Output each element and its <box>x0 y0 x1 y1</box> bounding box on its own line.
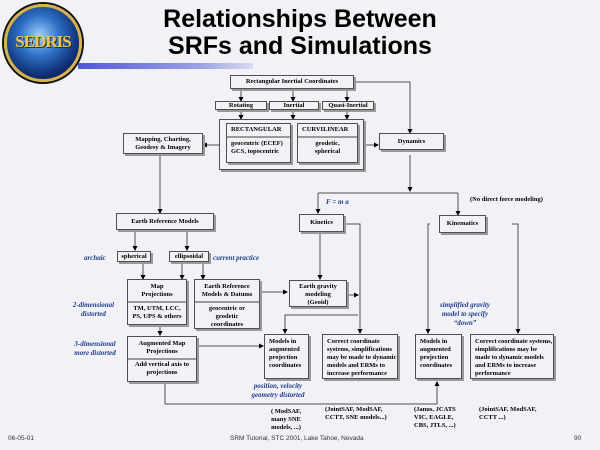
examples-models-augmented-1: ( ModSAF, many SNE models, ...) <box>270 408 302 431</box>
rectangular-body: geocentric (ECEF) GCS, topocentric <box>231 140 283 155</box>
box-earth-reference-models: Earth Reference Models <box>116 213 214 230</box>
examples-correct-2: (JointSAF, ModSAF, CCTT ...) <box>479 406 537 421</box>
rectangular-divider <box>227 136 290 138</box>
augmented-title: Augmented Map Projections <box>138 340 186 355</box>
arrow-dynamics-top <box>354 81 413 134</box>
erm-datums-title: Earth Reference Models & Datums <box>201 283 253 298</box>
label-3d-line1: 3-dimensional <box>74 340 116 348</box>
footer-page-number: 90 <box>574 435 582 442</box>
box-correct-coordinate-2: Correct coordinate systems, simplificati… <box>470 334 554 379</box>
erm-datums-divider <box>195 301 259 303</box>
footer-center: SRM Tutorial, STC 2001, Lake Tahoe, Neva… <box>230 435 364 442</box>
box-erm-datums: Earth Reference Models & Datums geocentr… <box>194 279 260 329</box>
label-simplified-line2: model to specify <box>441 310 489 318</box>
box-rotating: Rotating <box>215 101 267 110</box>
box-map-projections: Map Projections TM, UTM, LCC, PS, UPS & … <box>127 279 187 325</box>
label-posvel-line1: position, velocity <box>253 382 303 390</box>
box-spherical: spherical <box>117 251 151 262</box>
box-models-augmented-1: Models in augmented projection coordinat… <box>264 334 309 379</box>
box-curvilinear: CURVILINEAR geodetic, spherical <box>297 123 358 163</box>
label-2d-line2: distorted <box>81 310 106 318</box>
box-mapping-charting: Mapping, Charting, Geodesy & Imagery <box>123 133 203 154</box>
augmented-body: Add vertical axis to projections <box>135 361 189 376</box>
map-projections-divider <box>128 301 186 303</box>
label-posvel-line2: geometry distorted <box>251 391 305 399</box>
label-3d-line2: more distorted <box>74 349 116 357</box>
label-2d-line1: 2-dimensional <box>72 301 115 309</box>
box-inertial: Inertial <box>269 101 319 110</box>
label-position-velocity: position, velocity geometry distorted <box>243 382 313 400</box>
map-projections-body: TM, UTM, LCC, PS, UPS & others <box>132 305 182 320</box>
erm-datums-body: geocentric or geodetic coordinates <box>208 305 246 328</box>
box-augmented-projections: Augmented Map Projections Add vertical a… <box>127 336 197 382</box>
box-correct-coordinate-1: Correct coordinate systems, simplificati… <box>322 334 398 379</box>
label-current-practice: current practice <box>213 254 260 262</box>
logo-text: SEDRIS <box>15 32 71 51</box>
title-line-2: SRFs and Simulations <box>168 32 432 60</box>
examples-models-augmented-2: (Janus, JCATS VIC, EAGLE, CBS, JTLS, ...… <box>414 406 456 429</box>
label-simplified-gravity: simplified gravity model to specify “dow… <box>430 301 500 328</box>
box-dynamics: Dynamics <box>379 133 444 150</box>
label-archaic: archaic <box>84 254 106 262</box>
label-f-equals-ma: F = m a <box>326 198 349 206</box>
label-simplified-line3: “down” <box>453 319 477 327</box>
curvilinear-title: CURVILINEAR <box>302 126 349 133</box>
label-simplified-line1: simplified gravity <box>440 301 490 309</box>
map-projections-title: Map Projections <box>141 283 173 298</box>
box-earth-gravity: Earth gravity modeling (Geoid) <box>289 280 347 307</box>
box-quasi-inertial: Quasi-Inertial <box>322 101 374 110</box>
augmented-divider <box>128 358 196 360</box>
label-3d-distorted: 3-dimensional more distorted <box>66 340 124 358</box>
box-kinetics: Kinetics <box>299 214 344 232</box>
sedris-logo: SEDRIS <box>4 4 82 82</box>
box-rectangular-inertial: Rectangular Inertial Coordinates <box>230 75 354 89</box>
box-models-augmented-2: Models in augmented projection coordinat… <box>415 334 462 379</box>
title-line-1: Relationships Between <box>163 5 437 33</box>
footer-date: 06-05-01 <box>8 435 35 442</box>
curvilinear-body: geodetic, spherical <box>314 140 341 155</box>
box-kinematics: Kinematics <box>439 215 486 233</box>
title-underline <box>78 63 253 69</box>
box-rectangular: RECTANGULAR geocentric (ECEF) GCS, topoc… <box>226 123 291 163</box>
label-2d-distorted: 2-dimensional distorted <box>66 301 121 319</box>
examples-correct-1: (JointSAF, ModSAF, CCTT, SNE models...) <box>325 406 387 421</box>
box-ellipsoidal: ellipsoidal <box>169 251 209 262</box>
curvilinear-divider <box>298 136 357 138</box>
note-no-direct-force: (No direct force modeling) <box>470 196 543 203</box>
slide-title: Relationships Between SRFs and Simulatio… <box>150 6 450 60</box>
rectangular-title: RECTANGULAR <box>231 126 282 133</box>
